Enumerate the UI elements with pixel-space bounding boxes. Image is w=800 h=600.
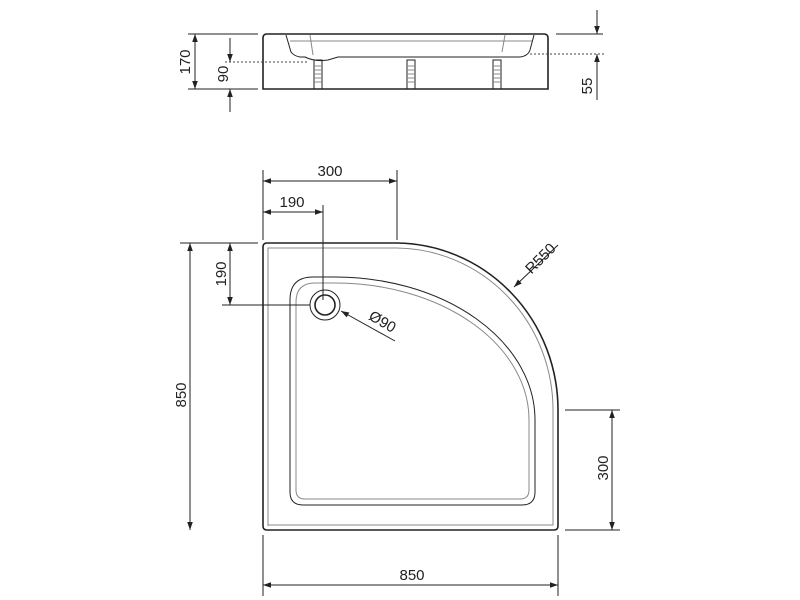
adjustable-legs xyxy=(313,59,502,90)
tray-side-outline xyxy=(262,33,549,90)
tray-outline xyxy=(262,242,559,531)
dim-width: 850 xyxy=(399,567,424,584)
dim-drain-x: 190 xyxy=(279,194,304,211)
dim-drain-diameter: Ø90 xyxy=(366,308,399,337)
dim-radius: R550 xyxy=(522,240,559,277)
dim-drain-y: 190 xyxy=(213,261,230,286)
dim-height: 850 xyxy=(173,382,190,407)
drain xyxy=(309,289,341,321)
side-view: 170 90 55 xyxy=(177,10,605,112)
dim-leg-height: 55 xyxy=(579,78,596,95)
dim-drain-height: 90 xyxy=(215,66,232,83)
dim-total-height: 170 xyxy=(177,49,194,74)
basin-outline xyxy=(289,276,536,506)
dim-straight-right: 300 xyxy=(595,455,612,480)
tray-basin-profile xyxy=(285,34,535,62)
dim-straight-top: 300 xyxy=(317,163,342,180)
plan-view: 300 190 190 850 850 300 R550 Ø90 xyxy=(173,163,620,596)
